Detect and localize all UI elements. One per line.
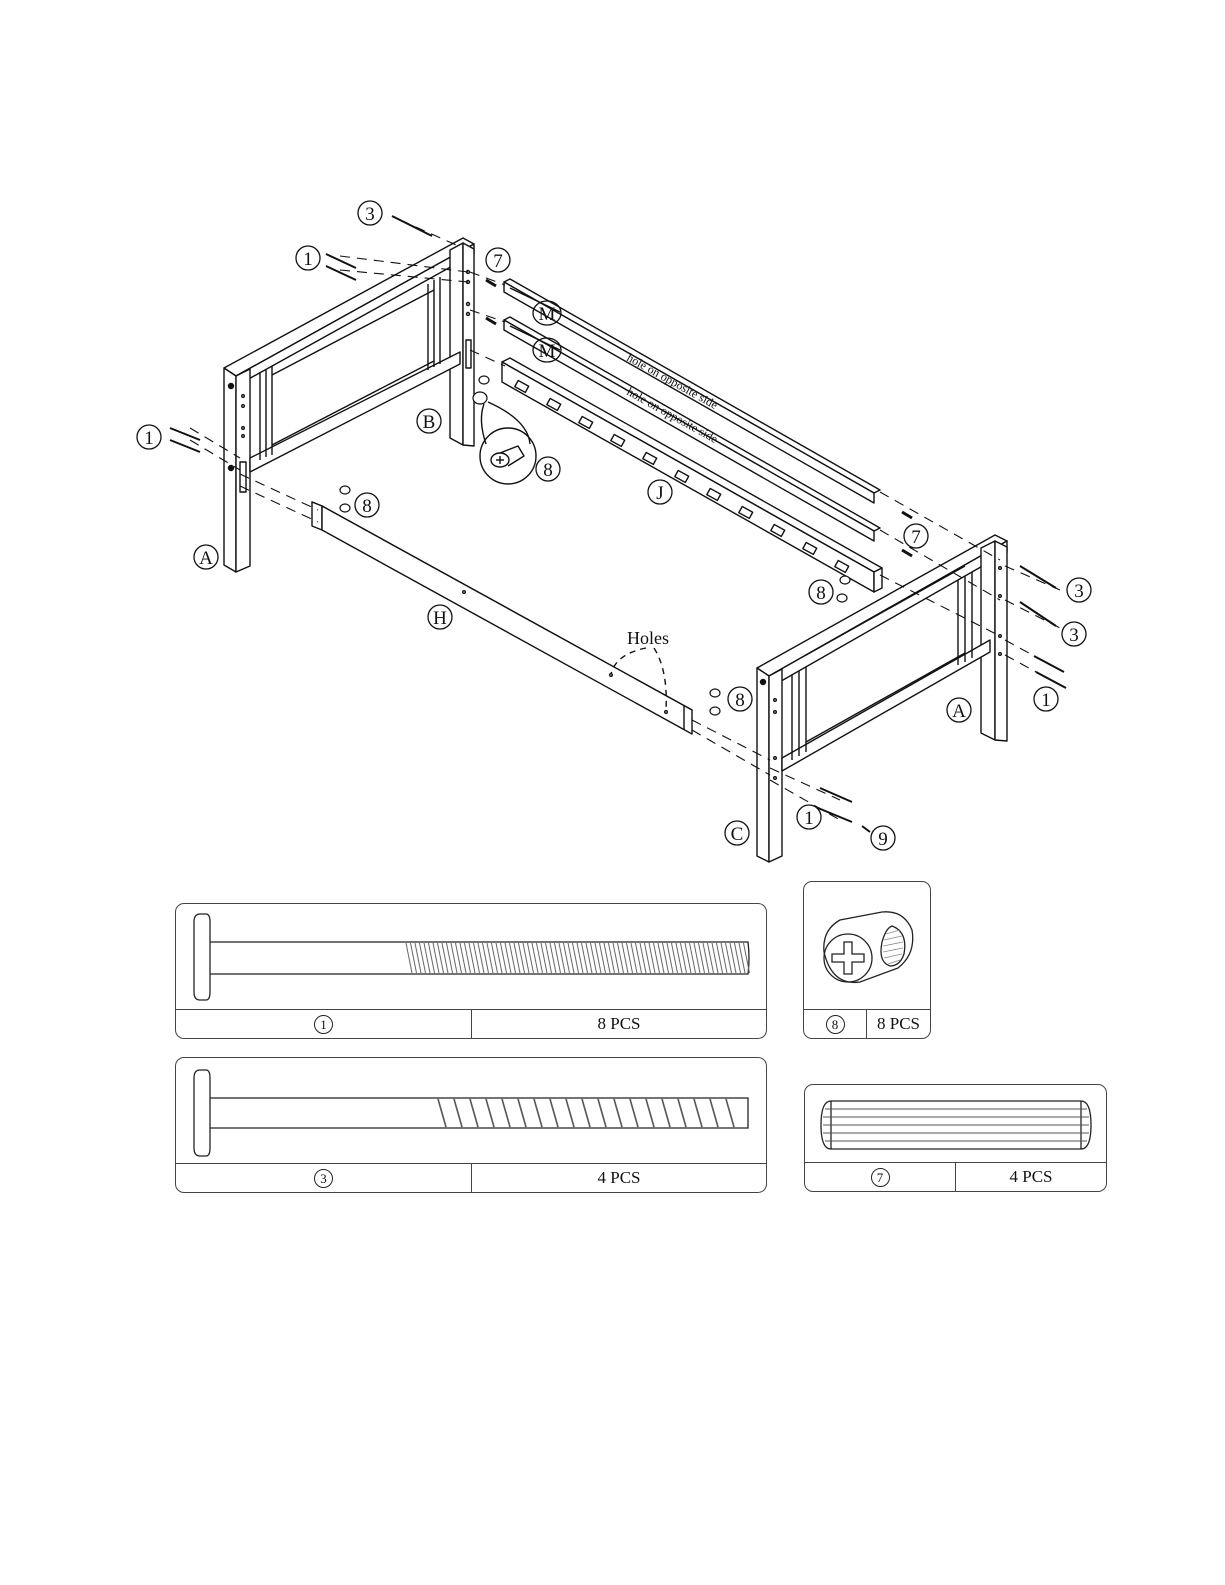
callout-1-top: 1 [303, 249, 313, 270]
callout-B: B [423, 412, 436, 433]
part-id-1: 1 [314, 1015, 333, 1034]
part-qty-8: 8 PCS [866, 1010, 930, 1038]
callout-7-top: 7 [493, 251, 503, 272]
callout-J: J [656, 483, 663, 504]
part-id-3: 3 [314, 1169, 333, 1188]
callout-A-right: A [952, 701, 966, 722]
part-id-7: 7 [871, 1168, 890, 1187]
dowel-7-drawing [805, 1085, 1106, 1163]
callout-8-right-mid: 8 [816, 583, 826, 604]
callout-H: H [433, 608, 447, 629]
callout-1-bottom: 1 [804, 808, 814, 829]
callout-8-zoom: 8 [543, 460, 553, 481]
callout-3-right-b: 3 [1069, 625, 1079, 646]
cam-nut-zoom [480, 402, 536, 484]
callout-C: C [731, 824, 744, 845]
callout-9: 9 [878, 829, 888, 850]
part-qty-3: 4 PCS [471, 1164, 766, 1192]
bolt-1-drawing [176, 904, 766, 1010]
callout-3-right-a: 3 [1074, 581, 1084, 602]
callout-M-1: M [539, 304, 556, 325]
part-box-3: 3 4 PCS [175, 1057, 767, 1193]
part-qty-7: 4 PCS [955, 1163, 1106, 1191]
callout-circles [137, 201, 1091, 850]
part-box-1: 1 8 PCS [175, 903, 767, 1039]
callout-A-left: A [199, 548, 213, 569]
part-box-8: 8 8 PCS [803, 881, 931, 1039]
part-id-8: 8 [826, 1015, 845, 1034]
callout-7-right: 7 [911, 527, 921, 548]
callout-1-right: 1 [1041, 690, 1051, 711]
callout-8-left: 8 [362, 496, 372, 517]
callout-3-top: 3 [365, 204, 375, 225]
front-rail-H [312, 502, 692, 734]
part-box-7: 7 4 PCS [804, 1084, 1107, 1192]
holes-label: Holes [627, 628, 669, 648]
callout-8-front: 8 [735, 690, 745, 711]
exploded-assembly-diagram: 3 1 7 M M 1 B 8 J 8 A H 7 8 3 3 1 8 A 1 … [0, 0, 1225, 880]
bolts [170, 216, 1066, 832]
cam-nut-8-drawing [804, 882, 930, 1010]
part-qty-1: 8 PCS [471, 1010, 766, 1038]
bolt-3-drawing [176, 1058, 766, 1164]
callout-M-2: M [539, 341, 556, 362]
callout-1-left: 1 [144, 428, 154, 449]
